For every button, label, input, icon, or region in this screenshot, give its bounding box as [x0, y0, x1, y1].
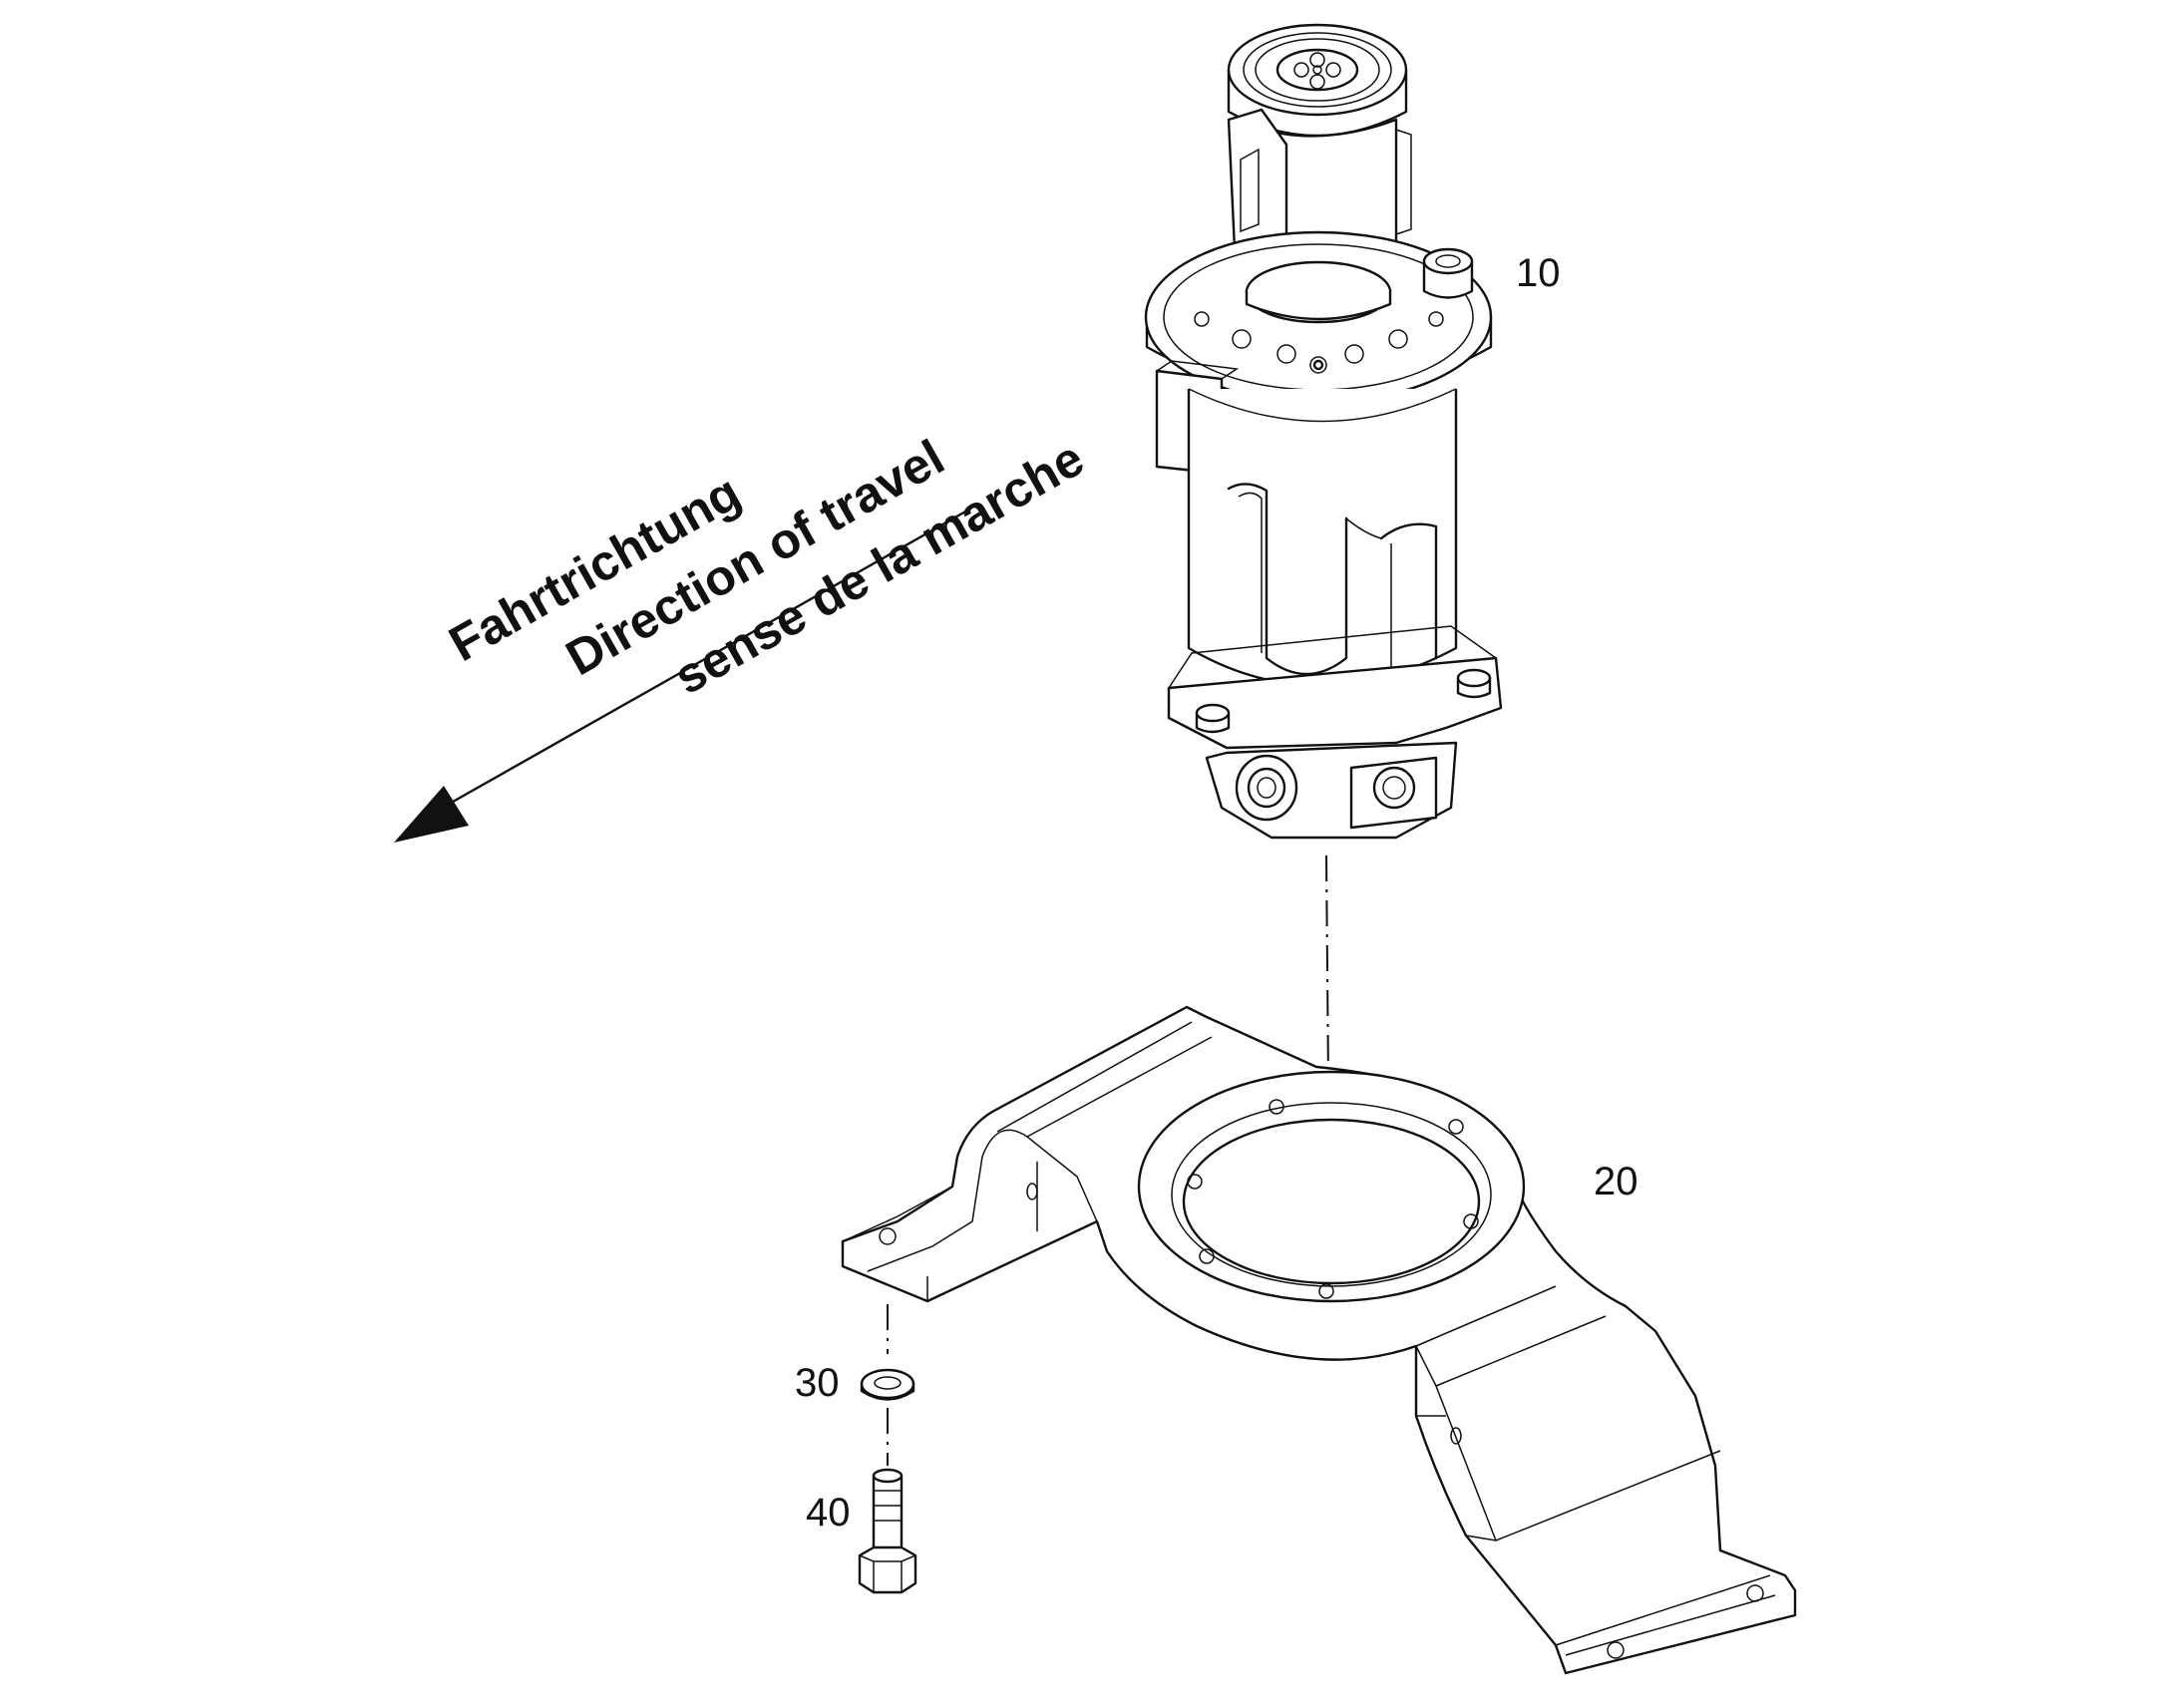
part-30-washer: 30 — [795, 1361, 915, 1405]
foot-hole-left — [1607, 1641, 1625, 1659]
tab-hole-left — [879, 1227, 897, 1245]
part-10-rotary-unit: 10 — [1144, 23, 1561, 840]
direction-of-travel-indicator: Fahrtrichtung Direction of travel sense … — [394, 429, 1093, 843]
mount-bolt-left — [1195, 703, 1231, 734]
lower-mount-plate — [1167, 656, 1503, 750]
port-block-right — [1349, 756, 1438, 830]
port-fitting-left — [1235, 754, 1298, 822]
part-40-bolt: 40 — [806, 1468, 917, 1594]
callout-30: 30 — [795, 1361, 840, 1405]
mount-bolt-right — [1456, 668, 1492, 699]
callout-40: 40 — [806, 1491, 851, 1535]
callout-20: 20 — [1594, 1160, 1638, 1203]
top-cap-face — [1227, 23, 1408, 117]
callout-10: 10 — [1516, 251, 1561, 295]
part-20-bracket: 20 — [841, 1005, 1797, 1675]
foot-hole-right — [1746, 1584, 1764, 1602]
travel-arrowhead — [394, 786, 469, 843]
travel-arrow-shaft — [437, 509, 969, 812]
